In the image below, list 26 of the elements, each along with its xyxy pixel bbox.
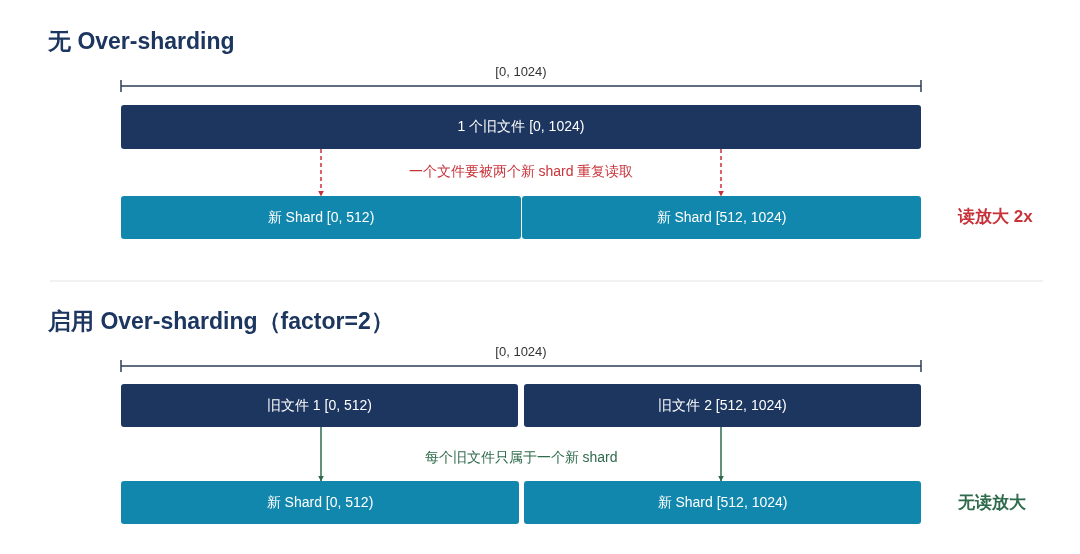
section-heading: 启用 Over-sharding（factor=2） (48, 307, 394, 336)
dimension-label: [0, 1024) (495, 344, 547, 359)
shard-box (121, 481, 519, 524)
shard-box (524, 481, 921, 524)
arrow (318, 148, 324, 197)
file-box (524, 384, 921, 427)
file-box (121, 105, 921, 149)
arrow (318, 426, 324, 482)
file-box (121, 384, 518, 427)
box-label: 旧文件 2 [512, 1024) (658, 396, 787, 415)
box-label: 新 Shard [0, 512) (266, 493, 374, 512)
box-label: 新 Shard [512, 1024) (657, 493, 788, 512)
shard-box (522, 196, 921, 239)
box-label: 旧文件 1 [0, 512) (266, 396, 372, 415)
arrow (718, 426, 724, 482)
dimension-label: [0, 1024) (495, 64, 547, 79)
arrow (718, 148, 724, 197)
edge-note: 每个旧文件只属于一个新 shard (424, 449, 618, 467)
result-note: 无读放大 (958, 492, 1026, 514)
box-label: 新 Shard [0, 512) (267, 208, 375, 227)
result-note: 读放大 2x (958, 206, 1033, 228)
edge-note: 一个文件要被两个新 shard 重复读取 (408, 163, 634, 181)
box-label: 1 个旧文件 [0, 1024) (457, 118, 585, 136)
shard-box (121, 196, 521, 239)
section-heading: 无 Over-sharding (48, 27, 235, 56)
box-label: 新 Shard [512, 1024) (656, 208, 787, 227)
